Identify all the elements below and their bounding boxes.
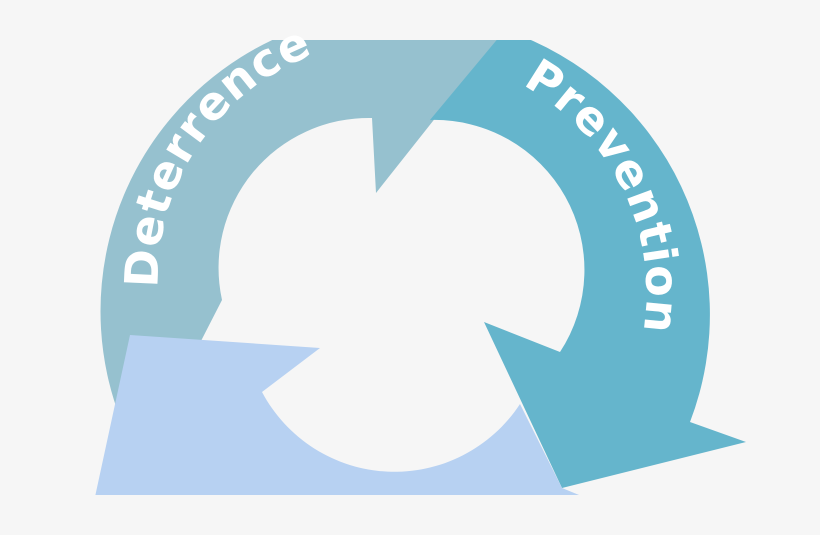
segment-deterrence	[100, 40, 498, 460]
segment-prevention	[430, 40, 746, 488]
segment-bottom	[95, 335, 580, 495]
